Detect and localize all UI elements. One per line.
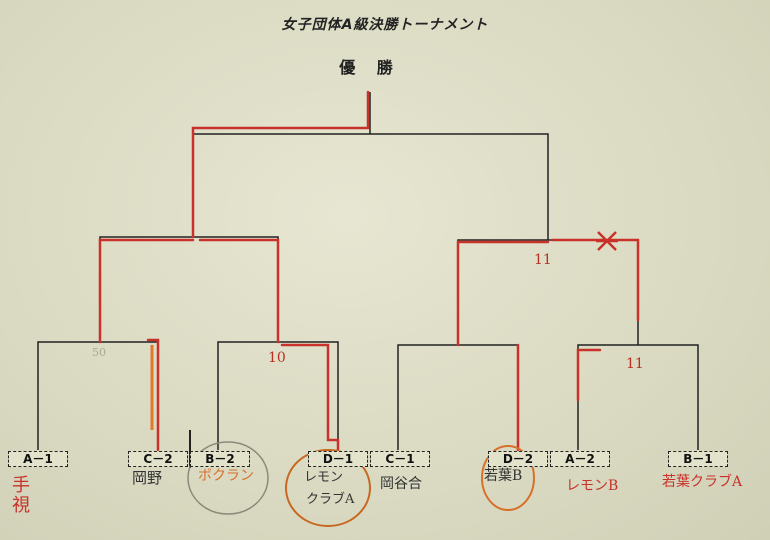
score-annotation-1: 50 bbox=[92, 346, 106, 359]
slot-a1: A－1 bbox=[8, 451, 68, 467]
circle-d2 bbox=[481, 445, 535, 511]
team-name-2: 岡野 bbox=[132, 469, 163, 487]
team-name-5: 岡谷合 bbox=[380, 476, 422, 492]
slot-b2: B－2 bbox=[190, 451, 250, 467]
score-annotation-2: 10 bbox=[268, 350, 286, 366]
winner-semi-right-r bbox=[550, 238, 640, 322]
winner-semi-left-r bbox=[198, 238, 280, 344]
team-name-8: 若葉クラブA bbox=[662, 474, 743, 490]
team-name-4a: レモン bbox=[304, 470, 344, 485]
star-mark bbox=[596, 231, 618, 251]
champion-label: 優 勝 bbox=[339, 58, 401, 77]
slot-a2: A－2 bbox=[550, 451, 610, 467]
page-title: 女子団体A級決勝トーナメント bbox=[281, 17, 489, 33]
circle-b2 bbox=[187, 441, 269, 515]
bracket-lines bbox=[37, 92, 699, 450]
semi-line-left bbox=[99, 236, 279, 342]
winner-semi-left bbox=[98, 238, 195, 344]
slot-b1: B－1 bbox=[668, 451, 728, 467]
circle-d1 bbox=[285, 449, 371, 527]
slot-d2: D－2 bbox=[488, 451, 548, 467]
slot-c2: C－2 bbox=[128, 451, 188, 467]
score-annotation-3: 11 bbox=[534, 252, 552, 268]
slot-c1: C－1 bbox=[370, 451, 430, 467]
score-annotation-4: 11 bbox=[626, 356, 644, 372]
winner-b1-line bbox=[576, 348, 602, 402]
team-name-3: ボクラン bbox=[198, 468, 254, 484]
winner-final bbox=[191, 90, 370, 239]
slot-d1: D－1 bbox=[308, 451, 368, 467]
match-line-3 bbox=[397, 344, 519, 450]
team-name-1: 手視 bbox=[12, 475, 30, 516]
team-name-7: レモンB bbox=[566, 478, 619, 494]
team-name-6: 若葉B bbox=[484, 468, 523, 484]
winner-d1-line bbox=[280, 343, 340, 452]
team-name-4b: クラブA bbox=[306, 492, 355, 507]
winner-c2-line bbox=[146, 338, 160, 452]
winner-semi-right bbox=[456, 240, 550, 347]
final-line bbox=[192, 133, 549, 240]
winner-lines bbox=[98, 90, 640, 452]
